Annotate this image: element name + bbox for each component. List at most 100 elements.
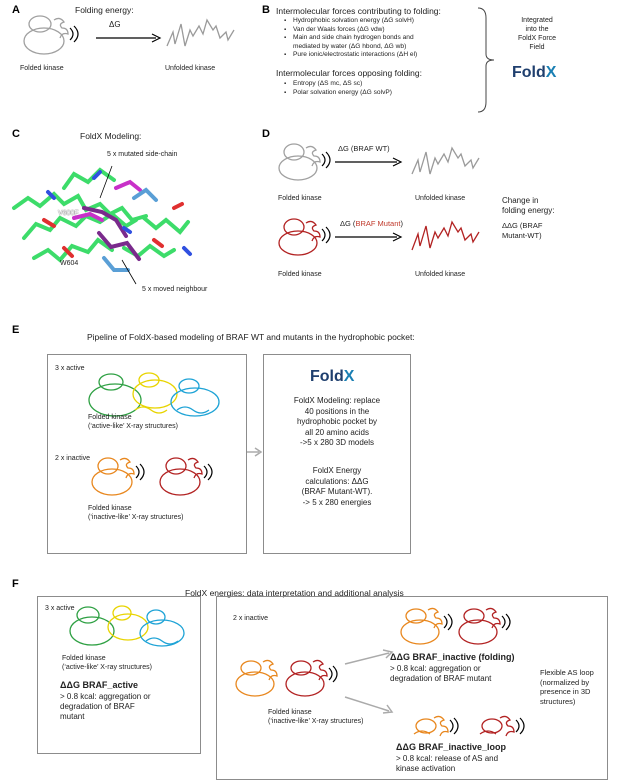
energy-text: FoldX Energy calculations: ΔΔG (BRAF Mut… xyxy=(266,466,408,508)
foldx-logo: FoldX xyxy=(512,64,556,82)
inactive-structures xyxy=(91,457,213,496)
f-active-label-line: Folded kinase xyxy=(62,655,106,662)
mutant-arrow-prefix: ΔG ( xyxy=(340,219,356,228)
e-inactive-count: 2 x inactive xyxy=(55,455,91,462)
modeling-line: ->5 x 280 3D models xyxy=(299,438,375,447)
energy-line: (BRAF Mutant-WT). xyxy=(301,487,373,496)
change-title-line: Change in xyxy=(502,196,539,205)
e-inactive-label-line: (‘inactive-like’ X-ray structures) xyxy=(88,514,184,521)
e-active-label-line: Folded kinase xyxy=(88,414,132,421)
f-inactive-count: 2 x inactive xyxy=(233,615,269,622)
integrated-line: into the xyxy=(525,26,549,33)
panel-d-unfolded-label-mut: Unfolded kinase xyxy=(415,271,466,278)
e-inactive-label-line: Folded kinase xyxy=(88,505,132,512)
opposing-item: Entropy (ΔS mc, ΔS sc) xyxy=(284,80,392,89)
folding-structures xyxy=(400,607,511,645)
label-v600f: V600F xyxy=(58,210,79,217)
panel-e-title: Pipeline of FoldX-based modeling of BRAF… xyxy=(87,332,415,342)
unfolded-kinase-gray xyxy=(166,18,235,47)
foldx-logo-x: X xyxy=(545,64,557,81)
contributing-list: Hydrophobic solvation energy (ΔG solvH) … xyxy=(283,17,417,60)
change-formula-line: Mutant-WT) xyxy=(502,231,542,240)
modeling-line: hydrophobic pocket by xyxy=(296,417,378,426)
folded-kinase-wt xyxy=(278,143,331,181)
inactive-analysis-box xyxy=(216,596,608,780)
active-analysis-box xyxy=(37,596,201,754)
modeling-line: 40 positions in the xyxy=(304,406,370,416)
panel-b-letter: B xyxy=(262,4,270,16)
contributing-item: Pure ionic/electrostatic interactions (Δ… xyxy=(284,51,417,60)
energy-line: -> 5 x 280 energies xyxy=(302,497,372,507)
panel-a-arrow xyxy=(96,33,162,43)
change-formula: ΔΔG (BRAF Mutant-WT) xyxy=(502,221,542,241)
modeling-line: FoldX Modeling: replace xyxy=(293,396,381,405)
modeling-line: all 20 amino acids xyxy=(304,427,370,437)
unfolded-kinase-mutant xyxy=(411,220,480,251)
active-structures-overlay xyxy=(88,372,220,417)
mutant-arrow xyxy=(335,232,403,242)
e-inactive-label: Folded kinase (‘inactive-like’ X-ray str… xyxy=(88,504,183,522)
active-result-text: > 0.8 kcal: aggregation or degradation o… xyxy=(60,692,151,722)
panel-a-folded-label: Folded kinase xyxy=(20,65,64,72)
contributing-heading: Intermolecular forces contributing to fo… xyxy=(276,6,441,16)
panel-a-letter: A xyxy=(12,4,20,16)
active-result-line: > 0.8 kcal: aggregation or xyxy=(60,692,151,701)
panel-e-letter: E xyxy=(12,324,20,336)
foldx-logo-text: Fold xyxy=(512,64,546,81)
change-title-line: folding energy: xyxy=(502,206,555,215)
e-active-label-line: (‘active-like’ X-ray structures) xyxy=(88,423,178,430)
loop-title: ΔΔG BRAF_inactive_loop xyxy=(396,742,506,752)
f-inactive-label-line: (‘inactive-like’ X-ray structures) xyxy=(268,718,364,725)
loop-structures xyxy=(413,715,525,737)
panel-c-title: FoldX Modeling: xyxy=(80,131,142,141)
folding-line: degradation of BRAF mutant xyxy=(390,674,492,683)
foldx-logo-e-x: X xyxy=(343,368,355,385)
structures-box xyxy=(47,354,247,554)
mutant-arrow-colored: BRAF Mutant xyxy=(355,219,401,228)
panel-d-letter: D xyxy=(262,128,270,140)
f-active-label-line: (‘active-like’ X-ray structures) xyxy=(62,664,152,671)
e-active-label: Folded kinase (‘active-like’ X-ray struc… xyxy=(88,413,178,431)
e-active-count: 3 x active xyxy=(55,365,85,372)
arrow-to-folding xyxy=(344,649,394,665)
pipeline-arrow xyxy=(247,447,263,457)
panel-a-title: Folding energy: xyxy=(75,5,134,15)
integrated-text: Integrated into the FoldX Force Field xyxy=(502,16,572,52)
panel-d-unfolded-label-wt: Unfolded kinase xyxy=(415,195,466,202)
loop-line: kinase activation xyxy=(396,764,456,773)
flexible-line: Flexible AS loop xyxy=(540,668,594,677)
contributing-item-cont: mediated by water (ΔG hbond, ΔG wb) xyxy=(293,42,407,50)
energy-line: calculations: ΔΔG xyxy=(305,476,369,486)
right-brace xyxy=(477,7,495,113)
f-inactive-label-line: Folded kinase xyxy=(268,709,312,716)
foldx-logo-e-text: Fold xyxy=(310,368,344,385)
active-result-line: mutant xyxy=(60,712,85,721)
panel-a-arrow-label: ΔG xyxy=(109,20,121,29)
change-title: Change in folding energy: xyxy=(502,196,554,216)
flexible-line: (normalized by xyxy=(540,677,590,687)
loop-line: > 0.8 kcal: release of AS and xyxy=(396,754,499,763)
panel-f-title: FoldX energies: data interpretation and … xyxy=(185,588,404,598)
flexible-loop-note: Flexible AS loop (normalized by presence… xyxy=(540,668,594,706)
label-moved-neighbour: 5 x moved neighbour xyxy=(142,286,208,293)
f-active-count: 3 x active xyxy=(45,605,75,612)
contributing-item: Main and side chain hydrogen bonds and xyxy=(284,34,417,43)
opposing-item: Polar solvation energy (ΔG solvP) xyxy=(284,89,392,98)
unfolded-kinase-wt xyxy=(411,146,480,175)
f-inactive-structures xyxy=(235,659,338,697)
contributing-item: Hydrophobic solvation energy (ΔG solvH) xyxy=(284,17,417,26)
active-result-line: degradation of BRAF xyxy=(60,702,135,711)
f-active-label: Folded kinase (‘active-like’ X-ray struc… xyxy=(62,654,152,672)
panel-d-folded-label-wt: Folded kinase xyxy=(278,195,322,202)
integrated-line: Integrated xyxy=(521,17,553,24)
foldx-box xyxy=(263,354,411,554)
f-inactive-label: Folded kinase (‘inactive-like’ X-ray str… xyxy=(268,708,363,726)
wt-arrow-label: ΔG (BRAF WT) xyxy=(338,144,390,153)
molecular-structure xyxy=(12,165,192,285)
folded-kinase-mutant xyxy=(278,218,331,256)
folded-kinase-gray xyxy=(23,15,79,55)
change-formula-line: ΔΔG (BRAF xyxy=(502,221,543,230)
panel-d-folded-label-mut: Folded kinase xyxy=(278,271,322,278)
opposing-list: Entropy (ΔS mc, ΔS sc) Polar solvation e… xyxy=(283,80,392,97)
energy-line: FoldX Energy xyxy=(312,466,362,475)
